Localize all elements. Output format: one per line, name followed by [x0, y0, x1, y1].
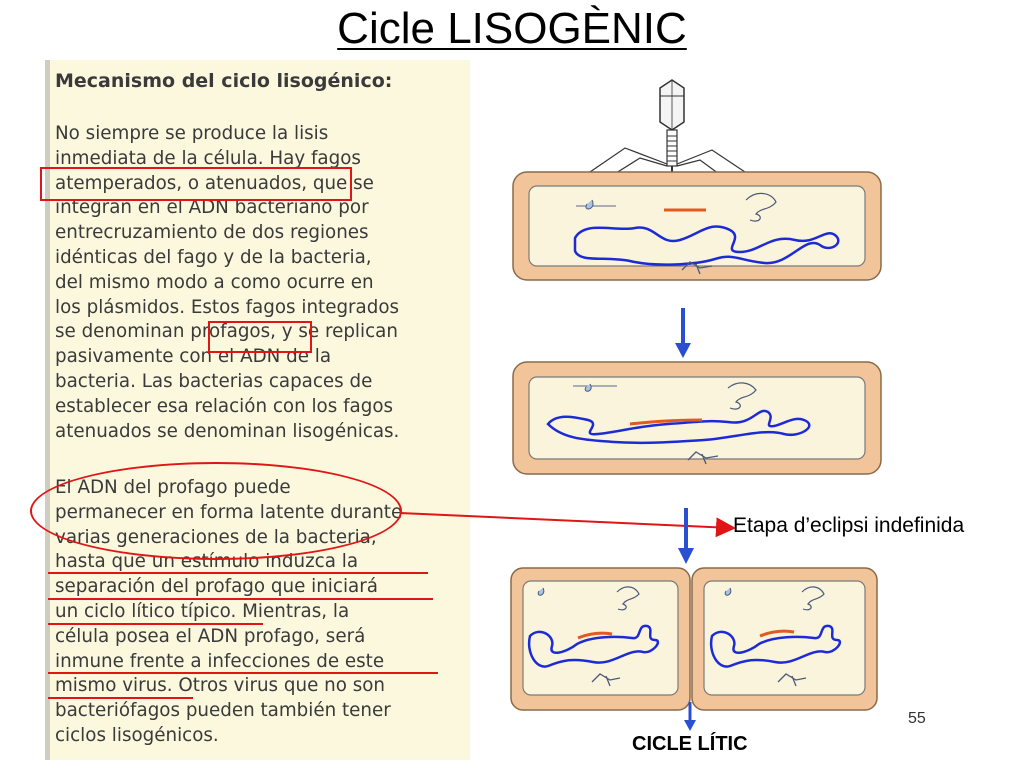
- underline: [48, 672, 438, 674]
- text-line: idénticas del fago y de la bacteria,: [55, 246, 372, 268]
- text-line: los plásmidos. Estos fagos integrados: [55, 296, 400, 318]
- bacterium-cell-infection: [512, 171, 882, 281]
- highlight-box-atemperados: [40, 167, 352, 201]
- highlight-box-profagos: [208, 321, 312, 353]
- underline: [48, 598, 433, 600]
- underline: [48, 572, 428, 574]
- daughter-cell-right: [691, 567, 878, 711]
- down-arrow-icon: [675, 308, 691, 358]
- lytic-cycle-label: CICLE LÍTIC: [632, 733, 748, 755]
- text-line: mismo virus. Otros virus que no son: [55, 675, 386, 697]
- text-line: un ciclo lítico típico. Mientras, la: [55, 600, 350, 622]
- text-line: ciclos lisogénicos.: [55, 724, 219, 746]
- text-line: separación del profago que iniciará: [55, 576, 378, 598]
- text-line: se denominan profagos, y se replican: [55, 321, 398, 343]
- eclipse-connector-arrow: [399, 512, 736, 538]
- panel-heading: Mecanismo del ciclo lisogénico:: [55, 70, 393, 92]
- down-arrow-icon: [684, 702, 696, 731]
- slide-title: Cicle LISOGÈNIC: [337, 4, 687, 53]
- paragraph-1: No siempre se produce la lisis inmediata…: [55, 122, 399, 444]
- eclipse-stage-label: Etapa d’eclipsi indefinida: [733, 514, 965, 537]
- text-line: establecer esa relación con los fagos: [55, 395, 394, 417]
- page-number: 55: [908, 710, 926, 727]
- text-line: inmediata de la célula. Hay fagos: [55, 147, 361, 169]
- underline: [48, 623, 263, 625]
- daughter-cell-left: [510, 567, 691, 711]
- down-arrow-icon: [678, 508, 694, 564]
- text-line: célula posea el ADN profago, será: [55, 625, 366, 647]
- text-line: integran en el ADN bacteriano por: [55, 197, 369, 219]
- text-line: entrecruzamiento de dos regiones: [55, 222, 369, 244]
- text-line: bacteriófagos pueden también tener: [55, 700, 391, 722]
- bacterium-cell-prophage: [512, 361, 882, 475]
- text-line: atenuados se denominan lisogénicas.: [55, 420, 400, 442]
- text-line: No siempre se produce la lisis: [55, 123, 329, 144]
- text-line: bacteria. Las bacterias capaces de: [55, 370, 373, 392]
- text-line: atemperados, o atenuados, que se: [55, 172, 374, 194]
- text-line: inmune frente a infecciones de este: [55, 650, 385, 672]
- text-panel: [45, 60, 470, 760]
- text-line: del mismo modo a como ocurre en: [55, 271, 374, 293]
- underline: [48, 697, 193, 699]
- highlight-oval-latent: [30, 462, 402, 560]
- bacteriophage-icon: [589, 79, 746, 205]
